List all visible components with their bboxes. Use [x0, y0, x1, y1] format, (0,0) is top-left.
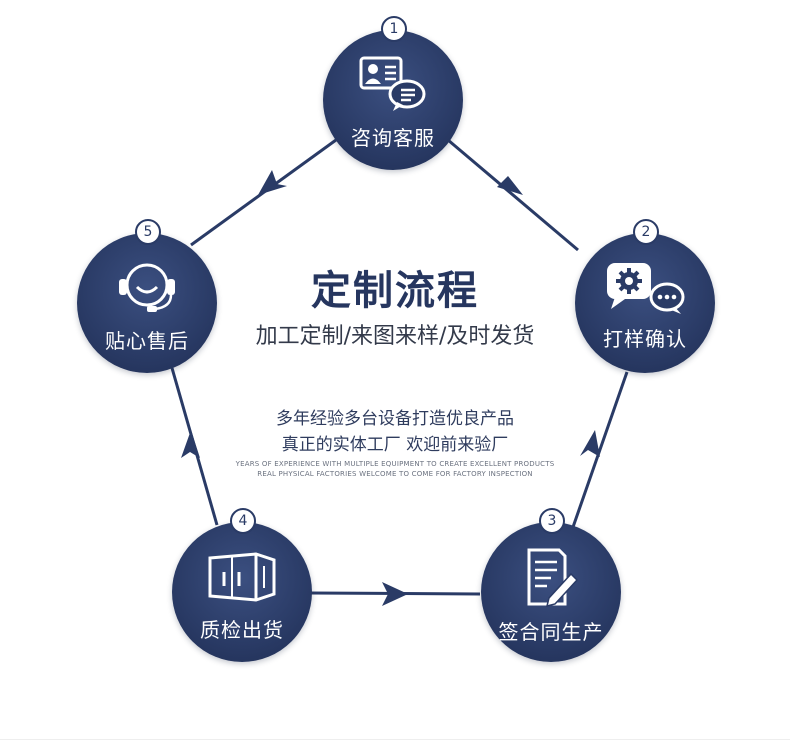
connector-1-2: [447, 138, 579, 252]
step-number-badge: 2: [633, 219, 659, 245]
page-subtitle: 加工定制/来图来样/及时发货: [255, 324, 535, 349]
step-label: 咨询客服: [351, 126, 435, 150]
consult-chat-icon: [359, 56, 426, 111]
connector-2-3: [570, 371, 629, 531]
step-number-badge: 5: [135, 219, 161, 245]
step-number-badge: 1: [381, 16, 407, 42]
step-node-inspection[interactable]: 质检出货: [172, 522, 312, 662]
description-line: 多年经验多台设备打造优良产品: [276, 409, 514, 429]
step-node-contract[interactable]: 签合同生产: [481, 522, 621, 662]
step-node-consult[interactable]: 咨询客服: [323, 30, 463, 170]
arrowhead-3-4: [382, 582, 408, 606]
arrowhead-5-1: [258, 170, 287, 195]
contract-pen-icon: [527, 548, 579, 608]
step-number-badge: 3: [539, 508, 565, 534]
gear-chat-icon: [607, 263, 685, 314]
arrowhead-2-3: [580, 430, 600, 457]
step-label: 贴心售后: [105, 329, 189, 353]
step-label: 打样确认: [603, 327, 687, 351]
step-number-badge: 4: [230, 508, 256, 534]
step-label: 签合同生产: [498, 620, 604, 644]
container-icon: [208, 552, 276, 602]
page-title: 定制流程: [311, 268, 479, 314]
arrowhead-1-2: [497, 176, 523, 195]
step-label: 质检出货: [200, 618, 284, 642]
step-node-sample[interactable]: 打样确认: [575, 233, 715, 373]
arrowhead-4-5: [181, 430, 200, 458]
step-node-aftersales[interactable]: 贴心售后: [77, 233, 217, 373]
description-line: 真正的实体工厂 欢迎前来验厂: [281, 435, 509, 455]
english-tagline: YEARS OF EXPERIENCE WITH MULTIPLE EQUIPM…: [235, 460, 555, 468]
headset-smile-icon: [119, 263, 175, 312]
english-tagline: REAL PHYSICAL FACTORIES WELCOME TO COME …: [257, 470, 533, 478]
